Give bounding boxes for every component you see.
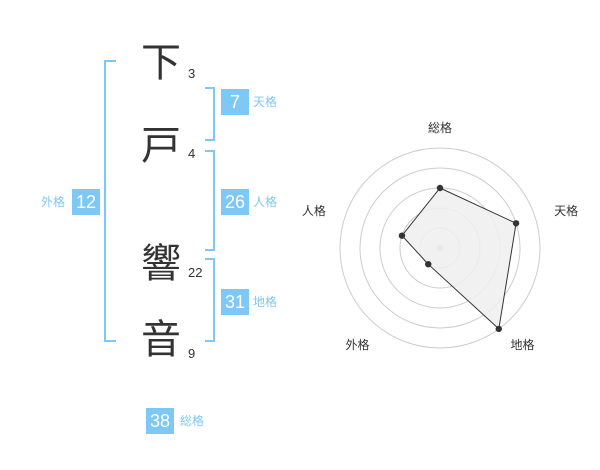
name-char-1: 下: [141, 40, 181, 86]
radar-point-1: [436, 184, 444, 192]
chikaku-label: 地格: [253, 295, 278, 309]
chikaku-bracket: [205, 258, 215, 342]
name-char-2: 戸: [141, 123, 181, 169]
jinkaku-bracket: [205, 150, 215, 251]
radar-point-3: [495, 325, 502, 333]
radar-axis-label-3: 地格: [511, 337, 535, 352]
radar-axis-label-5: 人格: [302, 203, 326, 218]
tenkaku-bracket: [205, 87, 215, 141]
radar-point-2: [512, 220, 520, 227]
chikaku-value-badge: 31: [221, 289, 249, 315]
stroke-count-3: 22: [188, 265, 203, 280]
gaikaku-value-badge: 12: [72, 189, 100, 215]
jinkaku-value-badge: 26: [221, 189, 249, 215]
radar-axis-label-4: 外格: [345, 337, 369, 352]
gaikaku-bracket: [104, 60, 116, 342]
stroke-count-4: 9: [188, 346, 196, 361]
name-char-4: 音: [141, 317, 181, 363]
soukaku-value-badge: 38: [146, 408, 174, 434]
radar-axis-label-2: 天格: [554, 203, 578, 218]
stroke-count-1: 3: [188, 66, 196, 81]
radar-grid-ring: [339, 147, 541, 349]
tenkaku-value-badge: 7: [221, 89, 249, 115]
radar-grid-ring: [359, 167, 521, 329]
radar-point-5: [398, 232, 406, 239]
jinkaku-label: 人格: [253, 195, 278, 209]
radar-series-polygon: [401, 187, 517, 330]
name-char-3: 響: [141, 241, 181, 287]
soukaku-label: 総格: [180, 414, 205, 428]
radar-point-4: [425, 260, 432, 268]
radar-axis-label-1: 総格: [428, 120, 452, 135]
gaikaku-label: 外格: [41, 195, 66, 209]
tenkaku-label: 天格: [253, 95, 278, 109]
stroke-count-2: 4: [188, 146, 196, 161]
